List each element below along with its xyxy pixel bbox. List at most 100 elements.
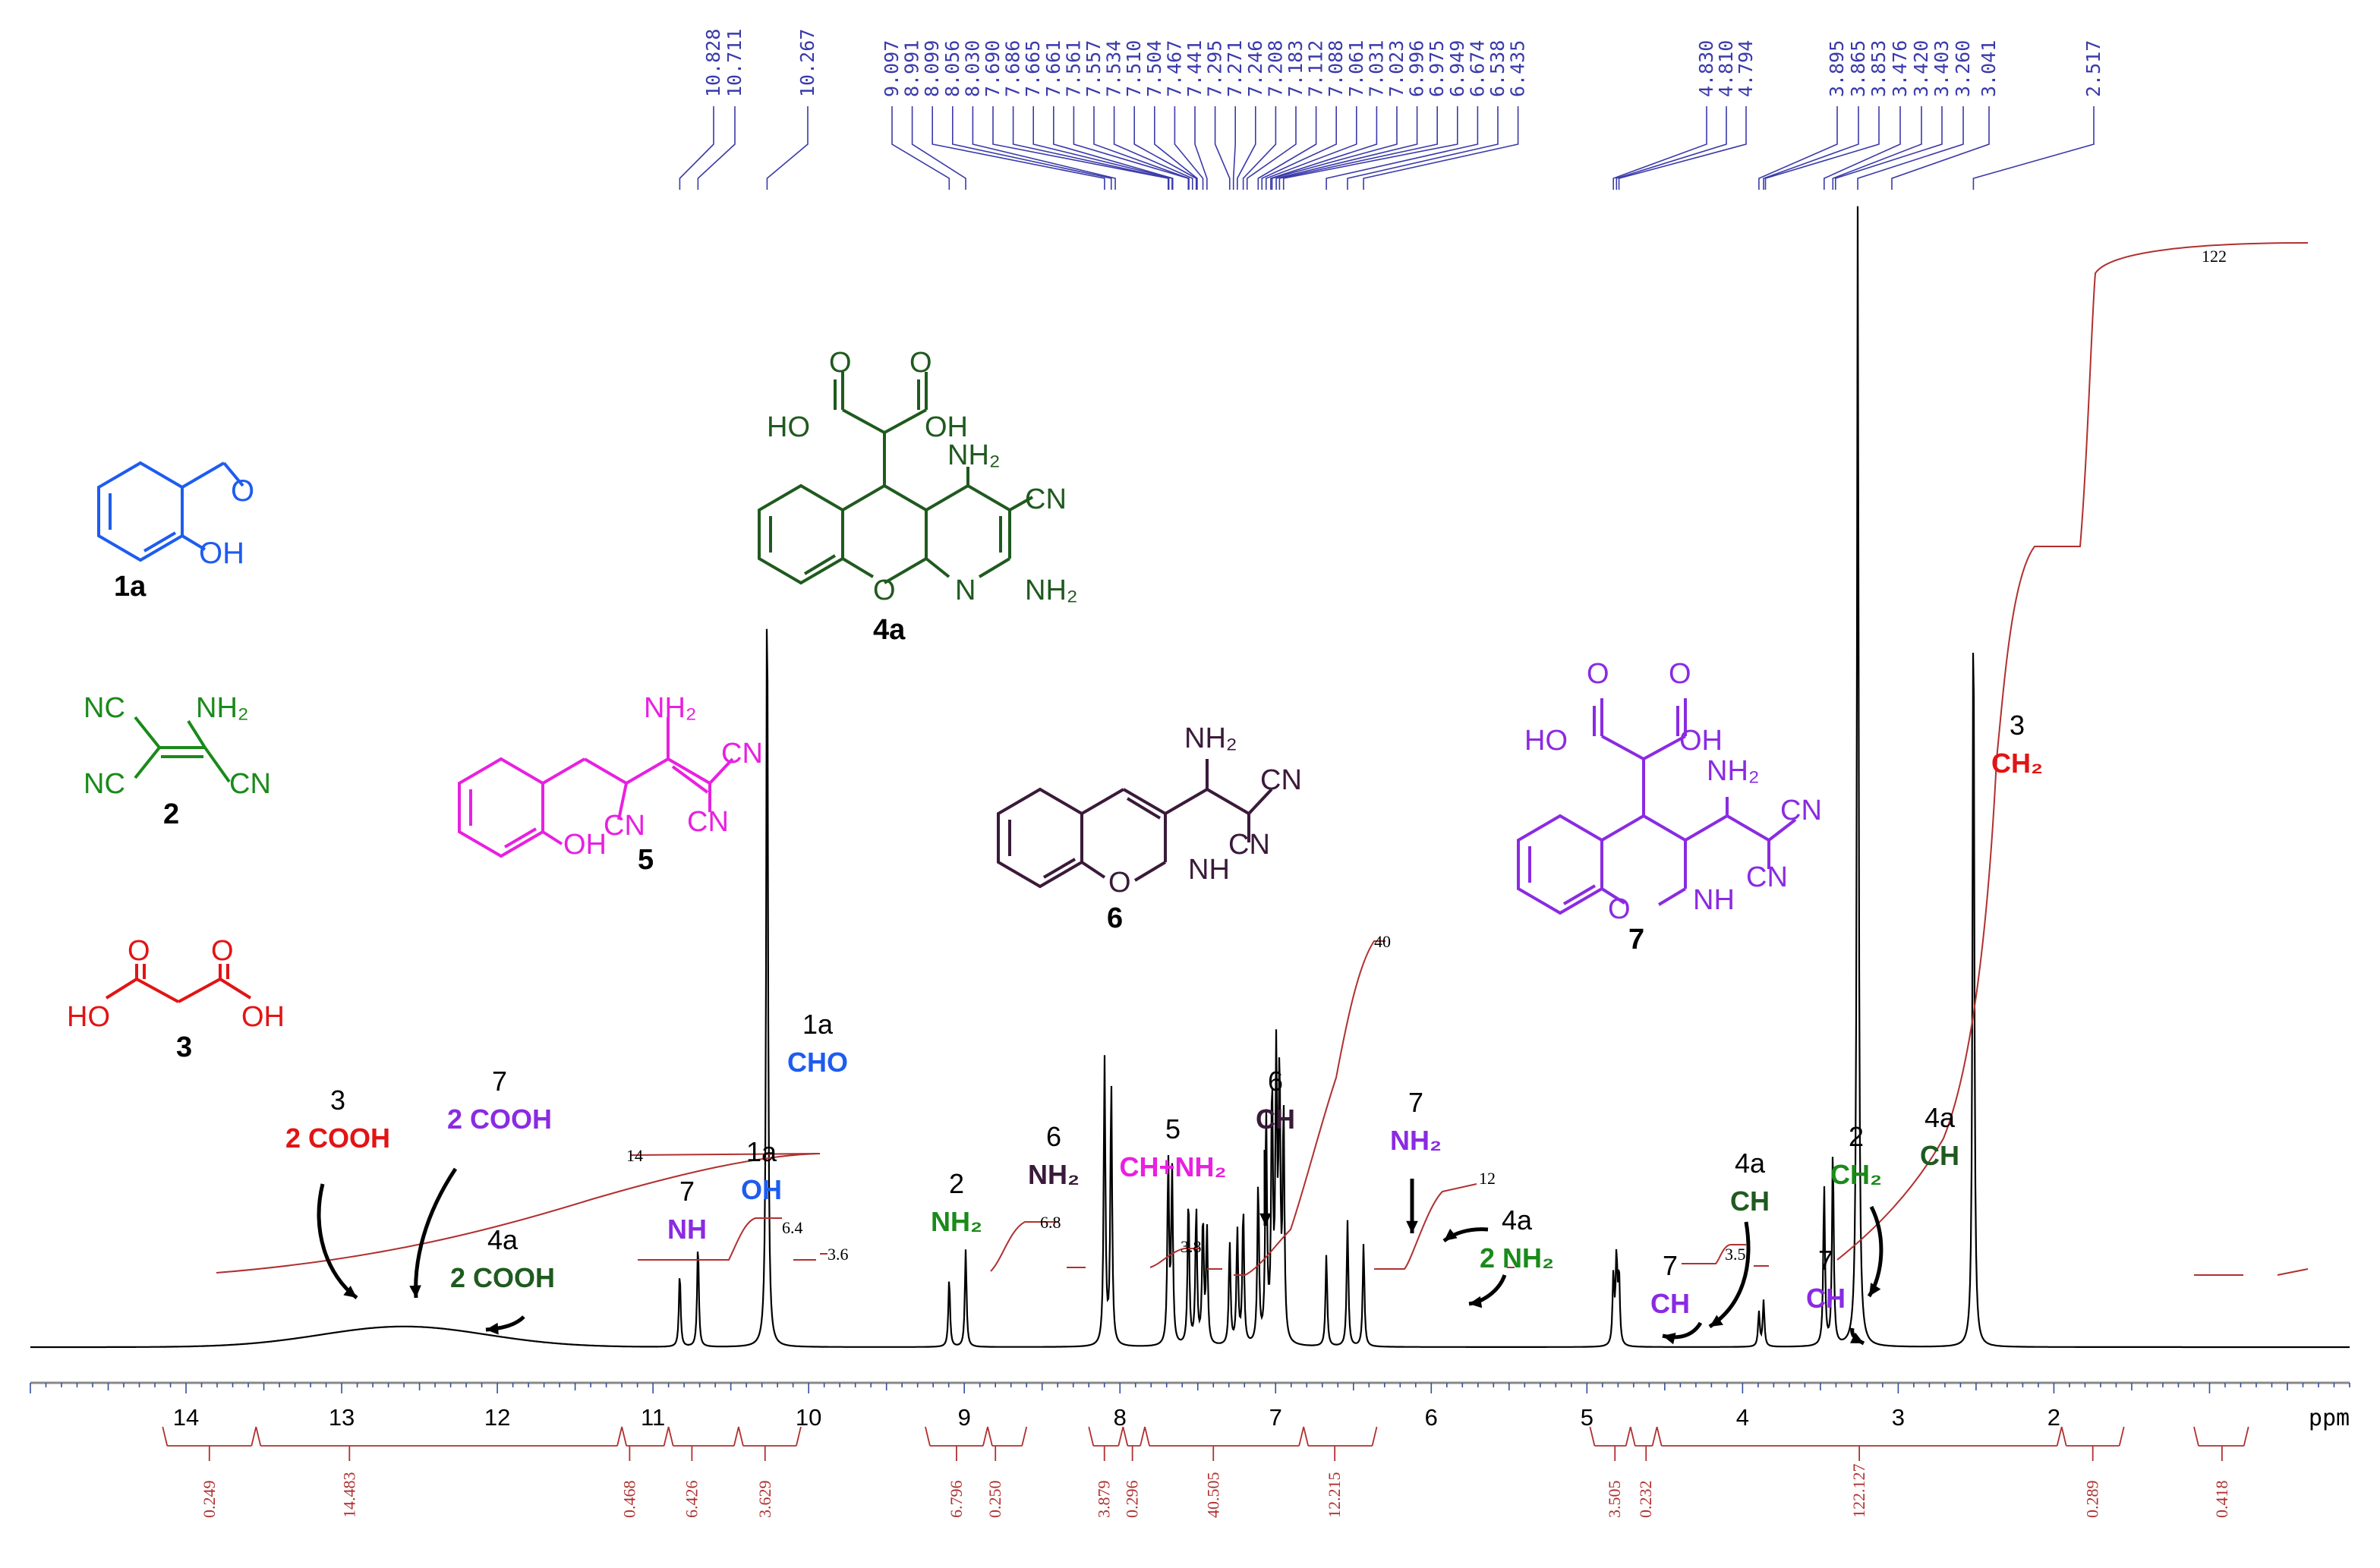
structure-7-atom: NH <box>1693 884 1735 916</box>
structure-5-label: 5 <box>638 844 654 876</box>
integral-curve <box>2194 1268 2309 1276</box>
peak-leader <box>1232 106 1236 190</box>
arrow-head <box>486 1322 499 1335</box>
peak-leader <box>1012 106 1170 190</box>
integral-mark: 14 <box>626 1146 643 1165</box>
structure-3-atom: OH <box>241 1001 285 1033</box>
annotation-group: NH₂ <box>931 1206 982 1237</box>
peak-leader <box>1832 106 1922 190</box>
peak-label: 6.538 <box>1486 40 1508 97</box>
peak-leader <box>1242 106 1277 190</box>
peak-leader <box>1093 106 1190 190</box>
annotation-compound: 4a <box>1924 1102 1956 1133</box>
axis-tick-label: 3 <box>1892 1404 1905 1431</box>
integral-bracket <box>1144 1426 1305 1461</box>
integral-value: 3.505 <box>1605 1481 1624 1519</box>
axis-tick-label: 2 <box>2047 1404 2060 1431</box>
structure-6-atom: O <box>1108 867 1131 899</box>
axis-tick-label: 9 <box>958 1404 971 1431</box>
integral-mark: 40 <box>1374 932 1391 951</box>
peak-leader <box>1154 106 1198 190</box>
annotation-compound: 7 <box>679 1176 695 1207</box>
integral-bracket <box>255 1426 623 1461</box>
annotation-arrow <box>1708 1221 1751 1329</box>
structure-7-atom: HO <box>1524 725 1568 757</box>
integral-value: 0.232 <box>1636 1481 1655 1519</box>
spectrum-layer <box>30 206 2350 1349</box>
integral-value: 6.426 <box>682 1481 701 1519</box>
annotation-arrow <box>317 1183 358 1299</box>
structure-6-atom: NH <box>1188 854 1230 886</box>
structure-1a-atom: OH <box>199 537 244 570</box>
structure-6-atom: CN <box>1260 764 1302 796</box>
peak-leader <box>1972 106 2095 190</box>
structure-5-atom: OH <box>563 829 607 861</box>
peak-leader <box>932 106 1105 190</box>
peak-label: 6.975 <box>1426 40 1448 97</box>
peak-label: 7.665 <box>1022 40 1044 97</box>
annotation-compound: 7 <box>1408 1087 1423 1118</box>
integral-bracket <box>621 1426 670 1461</box>
integral-bracket <box>667 1426 739 1461</box>
peak-label: 7.112 <box>1305 40 1327 97</box>
peak-label: 7.183 <box>1285 40 1307 97</box>
arrow-head <box>1850 1332 1864 1343</box>
structure-6 <box>997 759 1273 889</box>
annotation-compound: 6 <box>1046 1121 1061 1152</box>
structure-4a-atom: OH <box>925 411 968 443</box>
annotation-group: CHO <box>787 1047 848 1078</box>
peak-label: 7.208 <box>1264 40 1286 97</box>
structure-7-atom: O <box>1608 893 1631 925</box>
peak-leader <box>1758 106 1838 190</box>
arrow-head <box>1710 1315 1723 1327</box>
axis-tick-label: 7 <box>1269 1404 1282 1431</box>
peak-leader <box>1073 106 1190 190</box>
peak-leader <box>1363 106 1519 190</box>
arrow-head <box>1663 1332 1676 1345</box>
peak-label: 2.517 <box>2082 40 2104 97</box>
integral-bracket <box>162 1426 257 1461</box>
integral-curve <box>1836 242 2309 1261</box>
peak-label: 6.996 <box>1406 40 1428 97</box>
peak-label: 9.097 <box>881 40 903 97</box>
structure-6-atom: NH₂ <box>1184 723 1237 754</box>
axis-tick-label: 6 <box>1425 1404 1438 1431</box>
peak-leader <box>1246 106 1297 190</box>
integral-mark: 12 <box>1479 1169 1496 1188</box>
annotation-group: CH <box>1920 1140 1959 1171</box>
integral-value: 0.296 <box>1123 1481 1142 1519</box>
integral-bracket <box>987 1426 1028 1461</box>
structure-5-atom: NH₂ <box>644 692 697 724</box>
structure-6-atom: CN <box>1228 829 1270 861</box>
peak-label: 3.476 <box>1889 40 1911 97</box>
annotation-arrows <box>317 1150 1884 1346</box>
structure-4a-atom: O <box>873 575 896 606</box>
integral-value: 40.505 <box>1203 1472 1222 1519</box>
peak-label: 7.686 <box>1002 40 1024 97</box>
structure-7-label: 7 <box>1628 924 1644 956</box>
annotation-compound: 4a <box>487 1224 519 1255</box>
integral-curve <box>1374 1183 1477 1270</box>
axis-unit-label: ppm <box>2309 1405 2350 1431</box>
integral-mark: 122 <box>2202 247 2227 266</box>
peak-leader <box>1270 106 1378 190</box>
annotation-group: 2 COOH <box>285 1122 390 1154</box>
integral-curve <box>1234 940 1385 1276</box>
peak-label: 7.661 <box>1042 40 1064 97</box>
integral-mark: 3.5 <box>1725 1245 1746 1264</box>
annotation-compound: 4a <box>1502 1204 1533 1236</box>
peak-leader <box>1326 106 1479 190</box>
structure-2-atom: NC <box>84 768 125 800</box>
integral-mark: 3.8 <box>1181 1237 1202 1256</box>
structure-4a-atom: NH₂ <box>947 439 1001 471</box>
structure-7-atom: CN <box>1780 795 1822 827</box>
structure-4a-atom: O <box>829 347 852 379</box>
structure-4a-atom: O <box>909 347 932 379</box>
peak-leader <box>1347 106 1499 190</box>
peak-label: 7.534 <box>1103 40 1125 97</box>
peak-leader <box>891 106 950 190</box>
